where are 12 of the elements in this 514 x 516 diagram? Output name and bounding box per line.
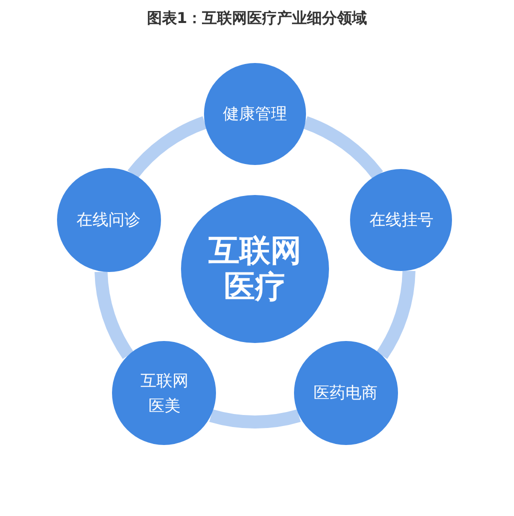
connector-arc — [302, 116, 383, 180]
connector-arc — [210, 409, 300, 428]
chart-title: 图表1：互联网医疗产业细分领域 — [146, 8, 368, 29]
circle-label: 在线挂号 — [369, 209, 434, 232]
circle-label: 医药电商 — [314, 382, 378, 404]
connector-arc — [128, 116, 208, 179]
center-label: 互联网医疗 — [208, 233, 302, 305]
circle-label: 健康管理 — [223, 103, 287, 125]
connector-arc — [94, 271, 134, 359]
circle-label: 在线问诊 — [76, 209, 141, 232]
connector-arc — [376, 270, 416, 359]
circle-label: 互联网医美 — [139, 370, 190, 417]
